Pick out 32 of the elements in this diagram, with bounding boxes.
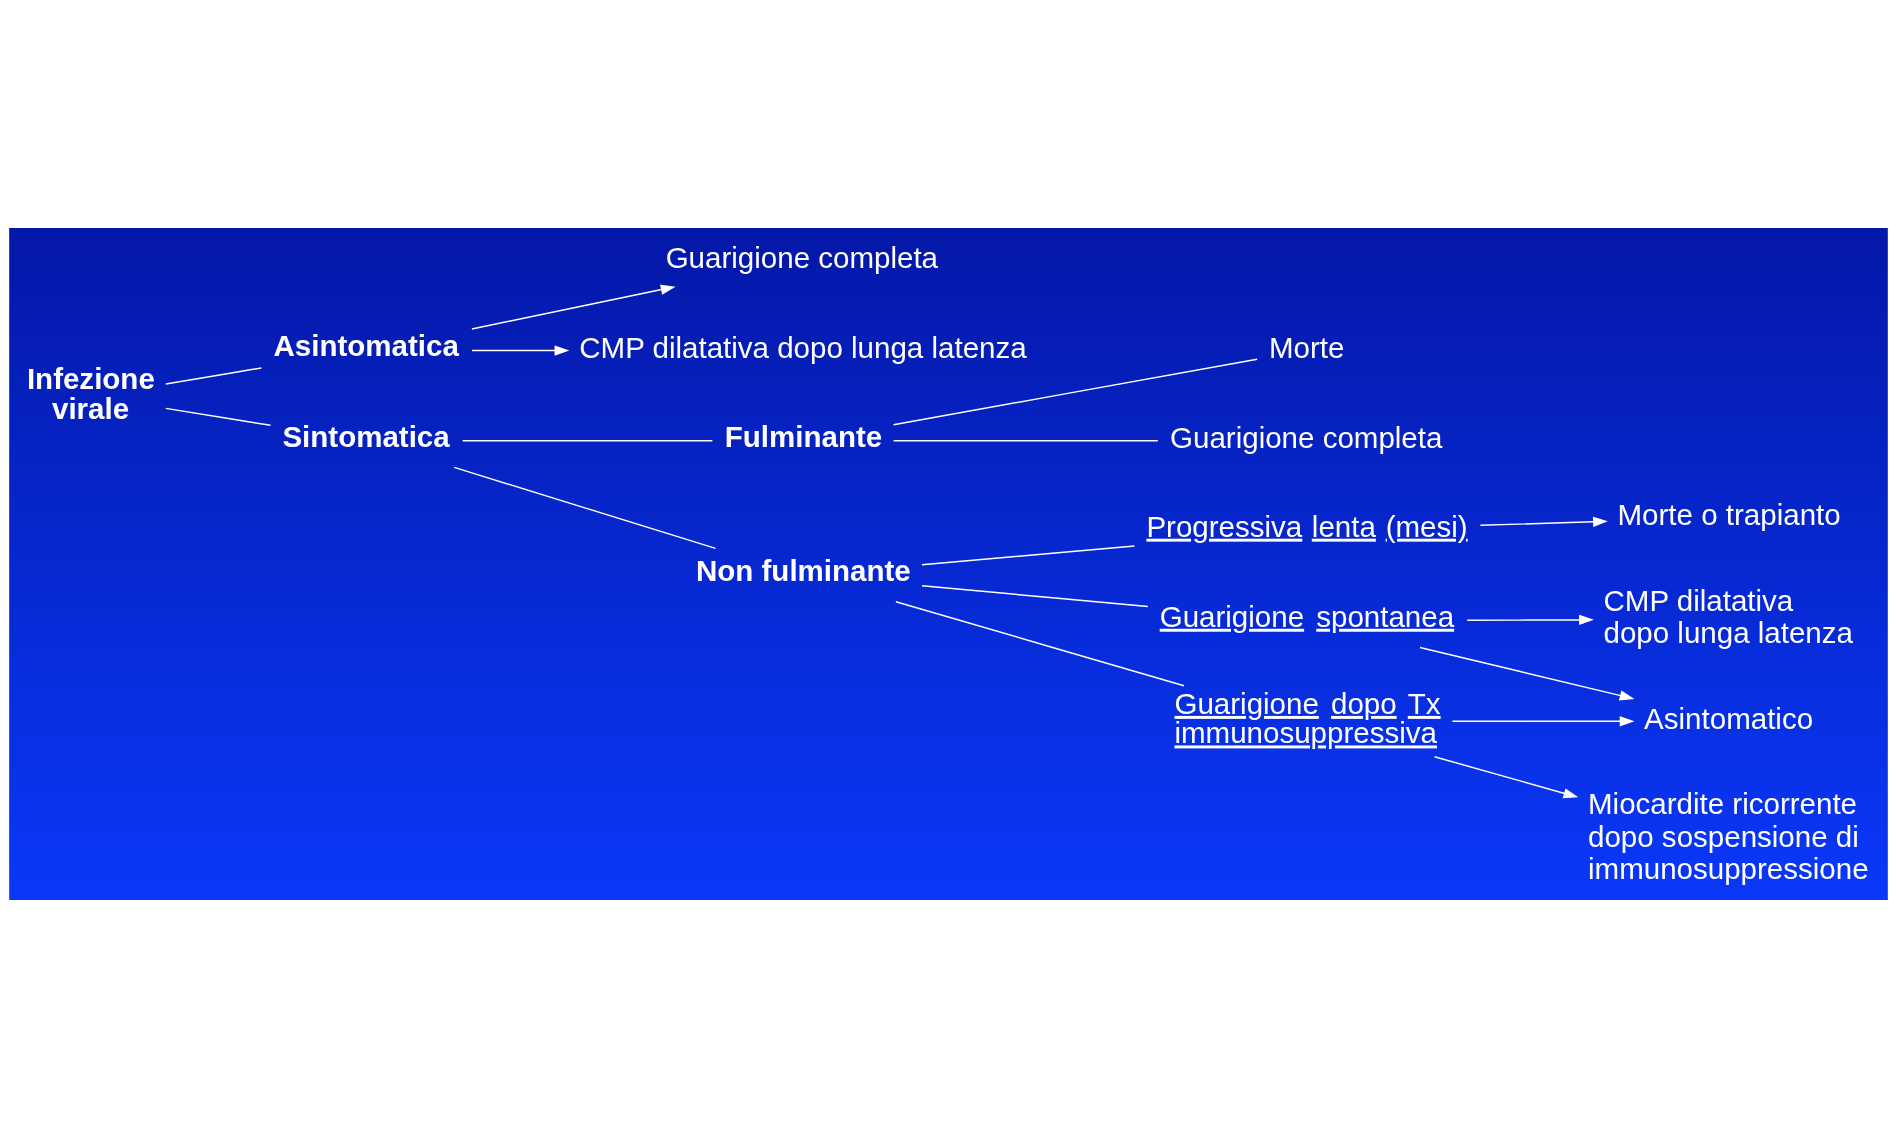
- node-text: Sintomatica: [281, 419, 450, 453]
- node-text: CMP dilatativa dopo lunga latenza: [1603, 583, 1853, 649]
- connector: [164, 366, 262, 385]
- arrow: [1465, 614, 1594, 625]
- arrow: [1433, 755, 1578, 798]
- arrow: [1418, 646, 1634, 701]
- connector: [920, 544, 1135, 565]
- node-text: Guarigione dopo Tx immunosuppressiva: [1173, 686, 1441, 749]
- node-text: Guarigione spontanea: [1159, 599, 1454, 633]
- node-text: Asintomatica: [273, 328, 459, 362]
- arrow: [470, 344, 569, 356]
- arrow: [1479, 516, 1608, 527]
- node-text: Fulminante: [724, 419, 882, 453]
- connector: [892, 358, 1258, 425]
- connector: [453, 466, 716, 549]
- node-text: Guarigione completa: [665, 240, 938, 274]
- node-text: Progressiva lenta (mesi): [1145, 509, 1468, 543]
- connector: [894, 600, 1185, 686]
- node-text: Guarigione completa: [1169, 420, 1442, 454]
- connector: [892, 439, 1158, 441]
- node-text: Morte: [1268, 330, 1344, 364]
- connector: [920, 584, 1149, 607]
- node-text: Miocardite ricorrente dopo sospensione di immunosuppressione: [1587, 786, 1869, 885]
- arrow: [1451, 715, 1634, 726]
- node-text: Non fulminante: [695, 553, 911, 587]
- node-text: Morte o trapianto: [1617, 497, 1841, 531]
- connector: [164, 407, 271, 426]
- node-text: CMP dilatativa dopo lunga latenza: [578, 330, 1027, 364]
- connector: [461, 439, 713, 441]
- arrow: [470, 284, 676, 330]
- node-text: Asintomatico: [1643, 701, 1813, 735]
- node-text: Infezione virale: [26, 361, 155, 425]
